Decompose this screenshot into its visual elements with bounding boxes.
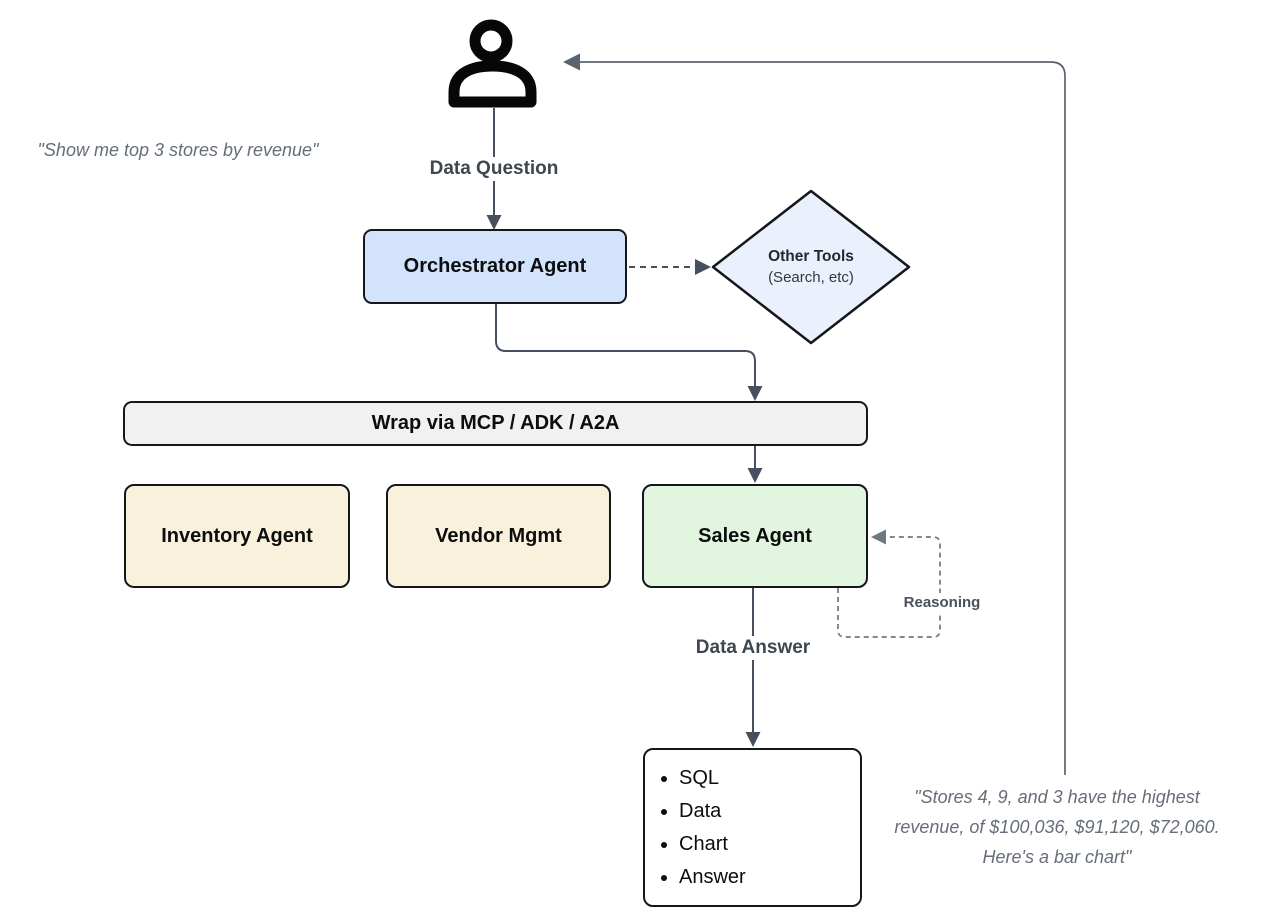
vendor-mgmt-label: Vendor Mgmt: [435, 524, 562, 547]
output-box-node: SQL Data Chart Answer: [643, 748, 862, 907]
data-question-label: Data Question: [422, 157, 566, 181]
other-tools-diamond: [711, 189, 911, 345]
output-item: Chart: [679, 828, 746, 861]
orchestrator-agent-label: Orchestrator Agent: [403, 255, 587, 277]
wrapper-bar-label: Wrap via MCP / ADK / A2A: [371, 412, 620, 434]
other-tools-label: Other Tools (Search, etc): [713, 191, 909, 343]
wrapper-bar-node: Wrap via MCP / ADK / A2A: [123, 401, 868, 446]
arrow-wrapper-to-sales: [747, 446, 763, 483]
output-item: Answer: [679, 861, 746, 894]
other-tools-title: Other Tools: [768, 248, 854, 265]
reasoning-label: Reasoning: [898, 593, 986, 612]
output-list: SQL Data Chart Answer: [645, 762, 746, 894]
arrow-orchestrator-to-tools: [629, 259, 711, 275]
other-tools-subtitle: (Search, etc): [768, 269, 854, 286]
sales-agent-node: Sales Agent: [642, 484, 868, 588]
arrow-sales-to-output: [745, 588, 761, 747]
vendor-mgmt-node: Vendor Mgmt: [386, 484, 611, 588]
sales-agent-label: Sales Agent: [698, 524, 812, 547]
inventory-agent-node: Inventory Agent: [124, 484, 350, 588]
orchestrator-agent-node: Orchestrator Agent: [363, 229, 627, 304]
question-quote: "Show me top 3 stores by revenue": [37, 140, 319, 160]
arrow-orchestrator-to-wrapper: [495, 304, 763, 401]
person-icon: [448, 19, 537, 108]
arrow-answer-to-user: [563, 53, 1066, 775]
data-answer-label: Data Answer: [688, 636, 818, 660]
output-item: SQL: [679, 762, 746, 795]
answer-quote: "Stores 4, 9, and 3 have the highest rev…: [894, 787, 1220, 867]
inventory-agent-label: Inventory Agent: [161, 524, 313, 547]
output-item: Data: [679, 795, 746, 828]
reasoning-loop: [837, 529, 941, 638]
